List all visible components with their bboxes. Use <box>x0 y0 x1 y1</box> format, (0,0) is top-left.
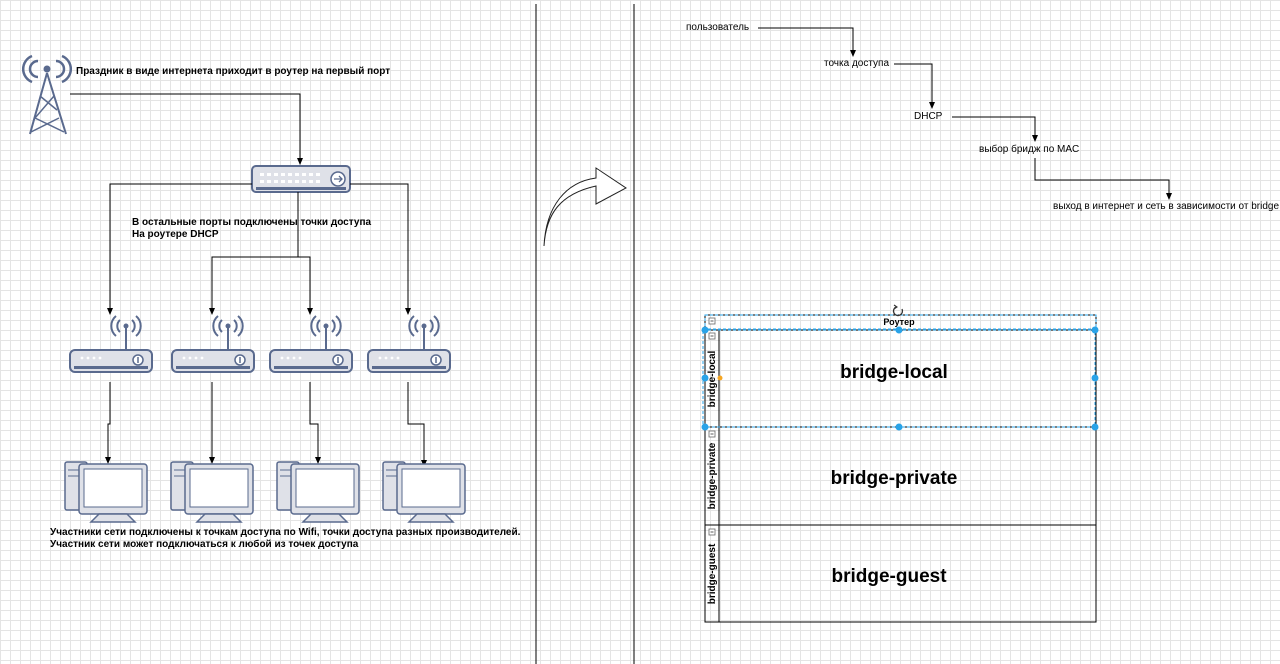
radio-tower-icon <box>22 54 72 135</box>
connection-point[interactable] <box>717 375 723 381</box>
ports-note-line1: В остальные порты подключены точки досту… <box>132 217 372 228</box>
ports-note-line2: На роутере DHCP <box>132 229 219 240</box>
flow-connector-2[interactable] <box>894 63 935 109</box>
flow-connector-3[interactable] <box>952 116 1038 142</box>
flow-step-internet[interactable]: выход в интернет и сеть в зависимости от… <box>1053 201 1280 212</box>
internet-note: Праздник в виде интернета приходит в роу… <box>76 66 391 77</box>
bridge-lane-label-guest: bridge-guest <box>707 543 718 605</box>
collapse-toggle-icon[interactable] <box>708 332 716 340</box>
flow-step-user[interactable]: пользователь <box>686 22 750 33</box>
flow-step-dhcp[interactable]: DHCP <box>914 111 943 122</box>
desktop-computer-icon <box>170 461 254 523</box>
clients-note-line1: Участники сети подключены к точкам досту… <box>50 527 521 538</box>
router-icon <box>251 165 351 193</box>
bridge-title-local: bridge-local <box>840 362 948 383</box>
bridge-lane-label-private: bridge-private <box>707 442 718 510</box>
ap3-to-pc3-connector[interactable] <box>309 382 321 464</box>
uplink-connector[interactable] <box>70 93 303 165</box>
collapse-toggle-icon[interactable] <box>708 430 716 438</box>
desktop-computer-icon <box>64 461 148 523</box>
access-point-icon <box>171 315 255 373</box>
collapse-toggle-icon[interactable] <box>708 317 716 325</box>
router-to-ap4-connector[interactable] <box>350 183 411 315</box>
router-to-ap1-connector[interactable] <box>107 183 252 315</box>
bridge-lane-label-local: bridge-local <box>707 350 718 408</box>
bridge-title-private: bridge-private <box>830 468 958 489</box>
flow-connector-4[interactable] <box>1034 158 1172 200</box>
router-to-ap3-connector[interactable] <box>298 256 313 315</box>
flow-step-bridge-select[interactable]: выбор бридж по MAC <box>979 144 1080 155</box>
ap1-to-pc1-connector[interactable] <box>105 382 111 464</box>
router-to-ap2-connector[interactable] <box>209 192 299 315</box>
bridge-lane-guest[interactable] <box>704 524 1097 623</box>
access-point-icon <box>367 315 451 373</box>
resize-handles[interactable] <box>701 326 1099 431</box>
curved-arrow-icon <box>543 167 627 247</box>
collapse-toggle-icon[interactable] <box>708 528 716 536</box>
access-point-icon <box>69 315 153 373</box>
bridge-title-guest: bridge-guest <box>831 566 947 587</box>
ap4-to-pc4-connector[interactable] <box>407 382 427 467</box>
desktop-computer-icon <box>382 461 466 523</box>
flow-connector-1[interactable] <box>758 27 856 57</box>
clients-note-line2: Участник сети может подключаться к любой… <box>50 539 359 550</box>
flow-step-access-point[interactable]: точка доступа <box>824 58 890 69</box>
router-container-title: Роутер <box>883 317 915 327</box>
rotate-handle-icon[interactable] <box>892 304 904 317</box>
desktop-computer-icon <box>276 461 360 523</box>
access-point-icon <box>269 315 353 373</box>
